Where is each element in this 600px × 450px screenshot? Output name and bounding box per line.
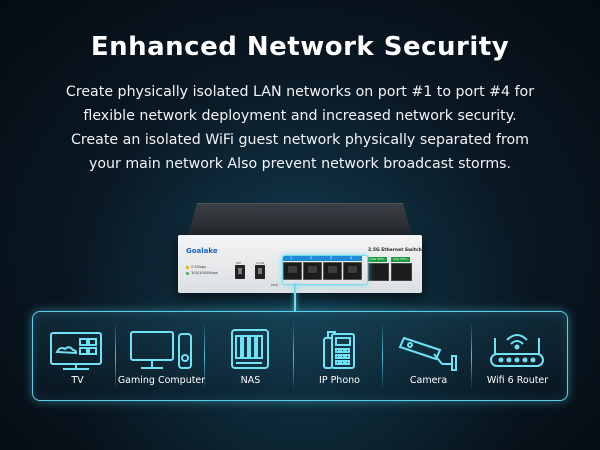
- nas-icon: [231, 329, 269, 369]
- port-number: 1: [290, 256, 293, 260]
- description-line: Create physically isolated LAN networks …: [65, 84, 535, 100]
- security-camera-icon: [398, 336, 457, 371]
- divider: [115, 322, 116, 390]
- rj45-port: [343, 262, 362, 280]
- divider: [293, 322, 294, 390]
- headline: Enhanced Network Security: [90, 32, 510, 62]
- device-tv: TV: [33, 312, 122, 400]
- dip-label: DIP: [236, 261, 242, 265]
- device-label: Wifi 6 Router: [486, 375, 549, 386]
- port-number: 2: [310, 256, 313, 260]
- vlan-switch: [255, 265, 265, 279]
- led-icon: [186, 265, 189, 269]
- switch-model-label: 2.5G Ethernet Switch: [368, 248, 422, 253]
- device-label: TV: [71, 375, 84, 386]
- device-camera: Camera: [384, 312, 473, 400]
- switch-top-panel: [188, 203, 412, 236]
- description-line: your main network Also prevent network b…: [88, 156, 512, 172]
- led-indicator: 100/1000Mbps: [186, 271, 218, 275]
- device-ip-phone: IP Phono: [295, 312, 384, 400]
- port-number: 3: [330, 256, 333, 260]
- rj45-port: [323, 262, 342, 280]
- device-label: Gaming Computer: [117, 375, 206, 386]
- device-nas: NAS: [206, 312, 295, 400]
- ip-phone-icon: [323, 331, 355, 369]
- device-gaming-computer: Gaming Computer: [117, 312, 206, 400]
- description: Create physically isolated LAN networks …: [30, 80, 570, 176]
- led-indicator: 2.5Gbps: [186, 265, 206, 269]
- sfp-port: [391, 263, 412, 281]
- description-line: Create an isolated WiFi guest network ph…: [70, 132, 530, 148]
- connection-line: [294, 283, 296, 311]
- port-number: 4: [350, 256, 353, 260]
- sfp-label: 10G SFP+: [391, 257, 410, 262]
- dip-switch: [235, 265, 245, 279]
- devices-panel: TV Gaming Computer NAS: [32, 311, 568, 401]
- device-label: IP Phono: [319, 375, 360, 386]
- vlan-label: VLAN: [256, 261, 265, 265]
- divider: [382, 322, 383, 390]
- port-number-band: 1 2 3 4: [283, 256, 362, 261]
- sfp-port: [368, 263, 389, 281]
- wifi-router-icon: [490, 334, 544, 367]
- tv-icon: [50, 332, 102, 370]
- gaming-computer-icon: [130, 331, 192, 369]
- rj45-port: [303, 262, 322, 280]
- rj45-port: [283, 262, 302, 280]
- switch-front-panel: Goalake 2.5Gbps 100/1000Mbps DIP VLAN PW…: [178, 235, 422, 293]
- description-line: flexible network deployment and increase…: [83, 108, 517, 124]
- power-label: PWR: [271, 283, 278, 287]
- led-icon: [186, 271, 189, 275]
- ethernet-switch: Goalake 2.5Gbps 100/1000Mbps DIP VLAN PW…: [178, 203, 422, 295]
- divider: [204, 322, 205, 390]
- divider: [471, 322, 472, 390]
- sfp-label: 10G SFP+: [368, 257, 387, 262]
- device-label: Camera: [409, 375, 448, 386]
- device-wifi-router: Wifi 6 Router: [473, 312, 562, 400]
- device-label: NAS: [240, 375, 261, 386]
- brand-logo: Goalake: [186, 247, 218, 255]
- port-highlight-frame: [282, 255, 368, 285]
